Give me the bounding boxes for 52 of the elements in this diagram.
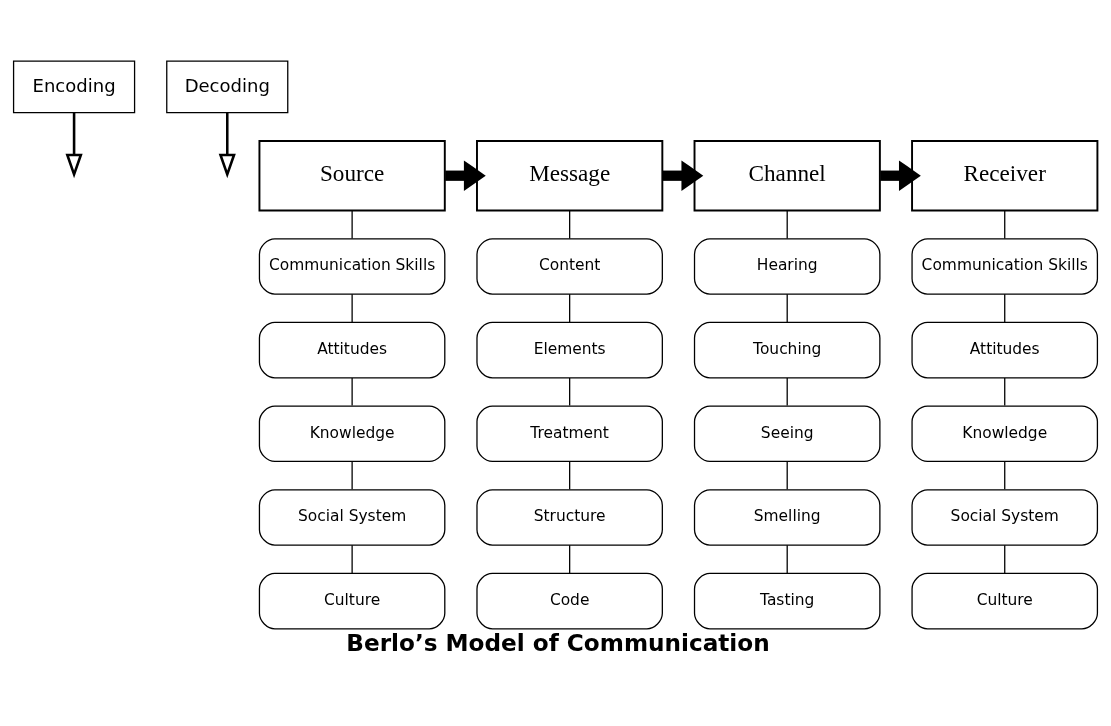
arrow (218, 112, 236, 179)
node-box: Receiver (911, 140, 1099, 212)
node-box: Encoding (12, 60, 136, 114)
connector (351, 210, 353, 240)
node-box: Knowledge (911, 405, 1099, 463)
connector (786, 461, 788, 490)
node-box: Smelling (693, 489, 881, 546)
node-box: Tasting (693, 572, 881, 630)
node-box: Elements (476, 321, 663, 379)
node-box: Attitudes (911, 321, 1099, 379)
arrow (445, 160, 486, 191)
connector (1004, 293, 1006, 323)
node-box: Decoding (166, 60, 289, 114)
node-box: Touching (693, 321, 881, 379)
connector (569, 461, 571, 490)
node-box: Communication Skills (911, 238, 1099, 295)
node-box: Source (258, 140, 446, 212)
connector (1004, 210, 1006, 240)
arrow (65, 112, 83, 179)
connector (1004, 461, 1006, 490)
node-box: Social System (258, 489, 446, 546)
caption: Berlo’s Model of Communication (346, 630, 770, 657)
node-box: Culture (258, 572, 446, 630)
node-box: Communication Skills (258, 238, 446, 295)
connector (569, 293, 571, 323)
node-box: Content (476, 238, 663, 295)
connector (786, 544, 788, 574)
connector (786, 377, 788, 407)
node-box: Hearing (693, 238, 881, 295)
arrow (880, 160, 921, 191)
connector (351, 461, 353, 490)
arrow (662, 160, 704, 191)
node-box: Message (476, 140, 664, 212)
node-box: Structure (476, 489, 663, 546)
connector (1004, 377, 1006, 407)
connector (569, 544, 571, 574)
connector (786, 210, 788, 240)
connector (569, 210, 571, 240)
connector (351, 293, 353, 323)
connector (351, 544, 353, 574)
node-box: Treatment (476, 405, 663, 463)
node-box: Channel (693, 140, 881, 212)
node-box: Attitudes (258, 321, 446, 379)
connector (569, 377, 571, 407)
node-box: Social System (911, 489, 1099, 546)
node-box: Seeing (693, 405, 881, 463)
connector (1004, 544, 1006, 574)
node-box: Knowledge (258, 405, 446, 463)
connector (351, 377, 353, 407)
node-box: Code (476, 572, 663, 630)
connector (786, 293, 788, 323)
node-box: Culture (911, 572, 1099, 630)
